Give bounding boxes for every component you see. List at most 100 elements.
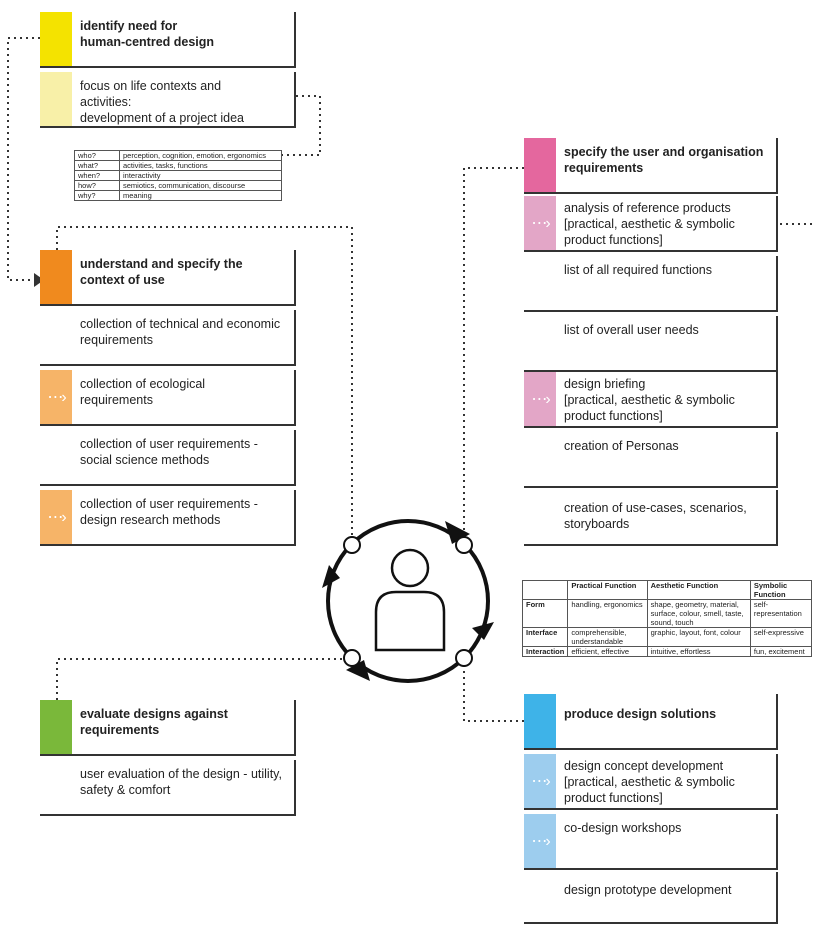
functions-cell: comprehensible, understandable [567, 627, 648, 647]
user-req-design-box: ⋯› collection of user requirements - des… [40, 490, 296, 546]
user-req-social-box: collection of user requirements - social… [40, 430, 296, 486]
identify-need-box: identify need for human-centred design [40, 12, 296, 68]
color-swatch [40, 430, 72, 484]
color-swatch [524, 196, 556, 250]
personas-box: creation of Personas [524, 432, 778, 488]
functions-cell: Interaction [521, 646, 569, 657]
arrow-icon: ⋯› [531, 215, 550, 232]
technical-economic-box: collection of technical and economic req… [40, 310, 296, 366]
specify-user-org-box: specify the user and organisation requir… [524, 138, 778, 194]
box-label: analysis of reference products [practica… [564, 201, 735, 247]
functions-cell: Form [521, 599, 569, 628]
answer-cell: meaning [119, 190, 282, 201]
reference-products-box: ⋯› analysis of reference products [pract… [524, 196, 778, 252]
box-label: design concept development [practical, a… [564, 759, 735, 805]
box-label: design prototype development [564, 883, 732, 897]
box-label: collection of ecological requirements [80, 377, 206, 407]
box-label: creation of use-cases, scenarios, storyb… [564, 501, 747, 531]
box-label: user evaluation of the design - utility,… [80, 767, 282, 797]
functions-cell: graphic, layout, font, colour [646, 627, 751, 647]
questions-row: who?perception, cognition, emotion, ergo… [74, 150, 282, 161]
box-label: collection of technical and economic req… [80, 317, 281, 347]
functions-cell: Interface [521, 627, 569, 647]
color-swatch [40, 700, 72, 754]
question-cell: why? [74, 190, 120, 201]
color-swatch [524, 814, 556, 868]
color-swatch [524, 316, 556, 370]
box-label: co-design workshops [564, 821, 682, 835]
person-icon [374, 548, 446, 652]
question-cell: when? [74, 170, 120, 181]
box-label: identify need for human-centred design [80, 19, 215, 49]
answer-cell: perception, cognition, emotion, ergonomi… [119, 150, 282, 161]
concept-dev-box: ⋯› design concept development [practical… [524, 754, 778, 810]
questions-row: why?meaning [74, 190, 282, 201]
evaluate-box: evaluate designs against requirements [40, 700, 296, 756]
box-label: collection of user requirements - design… [80, 497, 258, 527]
codesign-box: ⋯› co-design workshops [524, 814, 778, 870]
functions-cell: intuitive, effortless [646, 646, 751, 657]
color-swatch [524, 256, 556, 310]
color-swatch [40, 490, 72, 544]
color-swatch [524, 372, 556, 426]
arrow-icon: ⋯› [47, 509, 66, 526]
functions-header-cell [521, 580, 569, 600]
use-cases-box: creation of use-cases, scenarios, storyb… [524, 490, 778, 546]
box-label: evaluate designs against requirements [80, 707, 228, 737]
box-label: creation of Personas [564, 439, 679, 453]
color-swatch [524, 872, 556, 922]
functions-header-cell: Practical Function [567, 580, 648, 600]
functions-cell: efficient, effective [567, 646, 648, 657]
arrow-icon: ⋯› [531, 391, 550, 408]
box-label: specify the user and organisation requir… [564, 145, 764, 175]
focus-life-contexts-box: focus on life contexts and activities: d… [40, 72, 296, 128]
questions-table: who?perception, cognition, emotion, ergo… [74, 150, 282, 201]
color-swatch [524, 754, 556, 808]
understand-context-box: understand and specify the context of us… [40, 250, 296, 306]
arrow-icon: ⋯› [531, 833, 550, 850]
functions-header-cell: Aesthetic Function [646, 580, 751, 600]
box-label: understand and specify the context of us… [80, 257, 243, 287]
question-cell: who? [74, 150, 120, 161]
questions-row: when?interactivity [74, 170, 282, 181]
questions-row: how?semiotics, communication, discourse [74, 180, 282, 191]
functions-cell: self-expressive [749, 627, 813, 647]
answer-cell: semiotics, communication, discourse [119, 180, 282, 191]
box-label: list of all required functions [564, 263, 712, 277]
color-swatch [40, 310, 72, 364]
functions-cell: fun, excitement [749, 646, 813, 657]
functions-cell: self-representation [749, 599, 813, 628]
answer-cell: activities, tasks, functions [119, 160, 282, 171]
color-swatch [40, 72, 72, 126]
color-swatch [40, 12, 72, 66]
question-cell: what? [74, 160, 120, 171]
color-swatch [40, 760, 72, 814]
answer-cell: interactivity [119, 170, 282, 181]
color-swatch [40, 250, 72, 304]
box-label: focus on life contexts and activities: d… [80, 79, 244, 125]
functions-cell: handling, ergonomics [567, 599, 648, 628]
functions-header-cell: Symbolic Function [749, 580, 813, 600]
color-swatch [524, 432, 556, 486]
box-label: produce design solutions [564, 707, 717, 721]
color-swatch [524, 490, 556, 544]
arrow-icon: ⋯› [47, 389, 66, 406]
required-functions-box: list of all required functions [524, 256, 778, 312]
functions-cell: shape, geometry, material, surface, colo… [646, 599, 751, 628]
question-cell: how? [74, 180, 120, 191]
arrow-icon: ⋯› [531, 773, 550, 790]
color-swatch [40, 370, 72, 424]
produce-box: produce design solutions [524, 694, 778, 750]
user-needs-box: list of overall user needs [524, 316, 778, 372]
box-label: list of overall user needs [564, 323, 699, 337]
prototype-box: design prototype development [524, 872, 778, 924]
color-swatch [524, 694, 556, 748]
color-swatch [524, 138, 556, 192]
design-briefing-box: ⋯› design briefing [practical, aesthetic… [524, 372, 778, 428]
